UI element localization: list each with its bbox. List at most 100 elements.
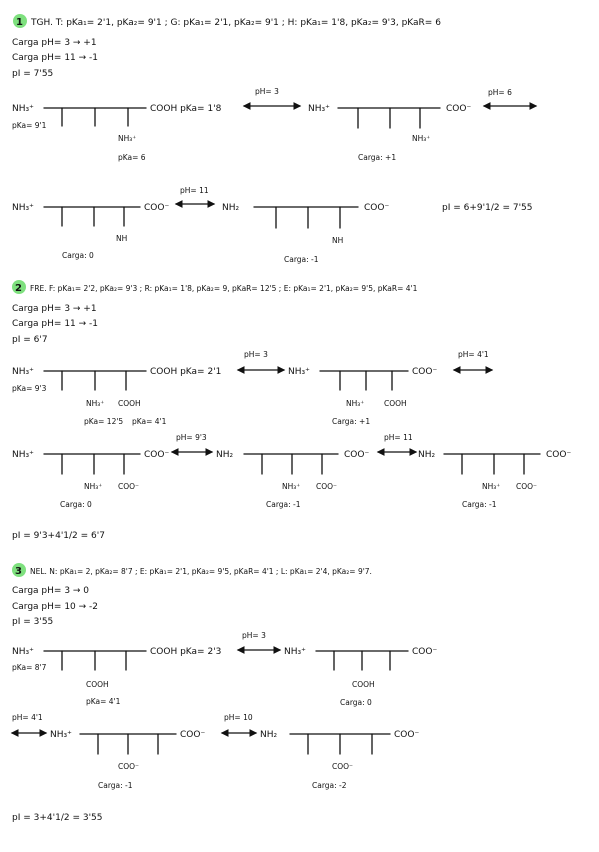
s3-r1-left-side: COOH: [86, 680, 109, 689]
section-3-charge-ph10: Carga pH= 10 → -2: [12, 602, 98, 612]
section-3-highlight: [12, 563, 26, 577]
s1-r1-left-backbone: [43, 107, 147, 127]
s2-r2-a-charge: Carga: 0: [60, 500, 92, 509]
s1-r2-right-nh: NH₂: [222, 203, 240, 213]
s3-r1-left-nh: NH₃⁺: [12, 647, 34, 657]
section-1-header: TGH. T: pKa₁= 2'1, pKa₂= 9'1 ; G: pKa₁= …: [30, 18, 441, 28]
section-2-charge-ph11: Carga pH= 11 → -1: [12, 319, 98, 329]
s2-r1-left-nh: NH₃⁺: [12, 367, 34, 377]
s3-r1-arrow-label: pH= 3: [242, 631, 266, 640]
s1-r1-left-cooh: COOH pKa= 1'8: [150, 104, 222, 114]
section-1-number: 1: [16, 17, 23, 28]
s1-r1-arrow1-label: pH= 3: [255, 87, 279, 96]
s2-r2-b-nh: NH₂: [216, 450, 234, 460]
s3-r1-right-charge: Carga: 0: [340, 698, 372, 707]
s2-r1-left-side2-pka: pKa= 4'1: [132, 417, 167, 426]
s1-r2-right-backbone: [253, 206, 359, 229]
s2-r2-c-nh: NH₂: [418, 450, 436, 460]
section-3-number: 3: [15, 566, 22, 577]
s2-pi-calc: pI = 9'3+4'1/2 = 6'7: [12, 531, 105, 541]
s2-r1-left-side1: NH₃⁺: [86, 399, 104, 408]
section-1-charge-ph3: Carga pH= 3 → +1: [12, 38, 97, 48]
s3-r1-right-backbone: [315, 650, 409, 671]
section-2-highlight: [12, 280, 26, 294]
s1-r1-left-side-pka: pKa= 6: [118, 153, 146, 162]
section-1-pi: pI = 7'55: [12, 69, 53, 79]
s3-r2-left-charge: Carga: -1: [98, 781, 133, 790]
s3-r1-right-side: COOH: [352, 680, 375, 689]
s1-r2-right-charge: Carga: -1: [284, 255, 319, 264]
s3-r1-left-side-pka: pKa= 4'1: [86, 697, 121, 706]
s3-r2-left-nh: NH₃⁺: [50, 730, 72, 740]
s1-r1-right-coo: COO⁻: [446, 104, 471, 114]
s2-r2-b-coo: COO⁻: [344, 450, 369, 460]
s2-r2-c-backbone: [443, 453, 541, 475]
s2-r2-a-coo: COO⁻: [144, 450, 169, 460]
s1-r2-left-nh: NH₃⁺: [12, 203, 34, 213]
section-2-number: 2: [15, 283, 22, 294]
s1-r1-right-charge: Carga: +1: [358, 153, 396, 162]
s2-r2-a-side1: NH₃⁺: [84, 482, 102, 491]
s1-r2-right-side: NH: [332, 236, 343, 245]
s3-r1-left-cooh: COOH pKa= 2'3: [150, 647, 221, 657]
s3-r1-right-coo: COO⁻: [412, 647, 437, 657]
s3-r2-right-side: COO⁻: [332, 762, 353, 771]
s3-r2-right-coo: COO⁻: [394, 730, 419, 740]
s2-r2-c-charge: Carga: -1: [462, 500, 497, 509]
section-2-pi: pI = 6'7: [12, 335, 48, 345]
s3-r2-arrow1-label: pH= 4'1: [12, 713, 43, 722]
s2-r1-right-side2: COOH: [384, 399, 407, 408]
s2-r2-c-side2: COO⁻: [516, 482, 537, 491]
s1-r1-right-nh: NH₃⁺: [308, 104, 330, 114]
s1-pi-calc: pI = 6+9'1/2 = 7'55: [442, 203, 533, 213]
section-1-highlight: [13, 14, 27, 28]
s1-r2-arrow-label: pH= 11: [180, 186, 209, 195]
s2-r1-left-side1-pka: pKa= 12'5: [84, 417, 123, 426]
s2-r2-b-backbone: [243, 453, 339, 475]
s3-pi-calc: pI = 3+4'1/2 = 3'55: [12, 813, 103, 823]
s2-r1-arrow1-label: pH= 3: [244, 350, 268, 359]
s2-r2-a-side2: COO⁻: [118, 482, 139, 491]
section-3-header: NEL. N: pKa₁= 2, pKa₂= 8'7 ; E: pKa₁= 2'…: [30, 567, 372, 576]
s2-r1-right-nh: NH₃⁺: [288, 367, 310, 377]
s3-r2-left-coo: COO⁻: [180, 730, 205, 740]
s3-r1-left-pka: pKa= 8'7: [12, 663, 47, 672]
s3-r1-left-backbone: [43, 650, 147, 671]
s1-r1-arrow2-label: pH= 6: [488, 88, 512, 97]
s1-r1-right-side: NH₃⁺: [412, 134, 430, 143]
s1-r1-left-nh: NH₃⁺: [12, 104, 34, 114]
s3-r2-left-backbone: [79, 733, 177, 755]
s2-r2-b-side1: NH₃⁺: [282, 482, 300, 491]
s3-r2-right-nh: NH₂: [260, 730, 278, 740]
s2-r1-left-backbone: [43, 370, 147, 391]
s2-r2-c-coo: COO⁻: [546, 450, 571, 460]
s2-r2-a-backbone: [43, 453, 141, 475]
s3-r2-right-backbone: [289, 733, 391, 755]
s2-r2-arrow1-label: pH= 9'3: [176, 433, 207, 442]
section-2-header: FRE. F: pKa₁= 2'2, pKa₂= 9'3 ; R: pKa₁= …: [30, 284, 418, 293]
s2-r2-a-nh: NH₃⁺: [12, 450, 34, 460]
s1-r2-left-backbone: [43, 206, 141, 227]
section-3-charge-ph3: Carga pH= 3 → 0: [12, 586, 89, 596]
s2-r1-right-side1: NH₃⁺: [346, 399, 364, 408]
s1-r2-left-side: NH: [116, 234, 127, 243]
s2-r1-right-charge: Carga: +1: [332, 417, 370, 426]
s1-r2-left-coo: COO⁻: [144, 203, 169, 213]
s2-r1-right-backbone: [319, 370, 409, 391]
s2-r2-b-side2: COO⁻: [316, 482, 337, 491]
s1-r2-right-coo: COO⁻: [364, 203, 389, 213]
s2-r1-left-cooh: COOH pKa= 2'1: [150, 367, 221, 377]
s1-r1-left-pka: pKa= 9'1: [12, 121, 47, 130]
s2-r2-c-side1: NH₃⁺: [482, 482, 500, 491]
section-2-charge-ph3: Carga pH= 3 → +1: [12, 304, 97, 314]
s3-r1-right-nh: NH₃⁺: [284, 647, 306, 657]
s2-r2-arrow2-label: pH= 11: [384, 433, 413, 442]
section-3-pi: pI = 3'55: [12, 617, 53, 627]
s1-r1-right-backbone: [337, 107, 441, 129]
s3-r2-arrow2-label: pH= 10: [224, 713, 253, 722]
s1-r1-left-side: NH₃⁺: [118, 134, 136, 143]
s3-r2-right-charge: Carga: -2: [312, 781, 347, 790]
s2-r1-arrow2-label: pH= 4'1: [458, 350, 489, 359]
